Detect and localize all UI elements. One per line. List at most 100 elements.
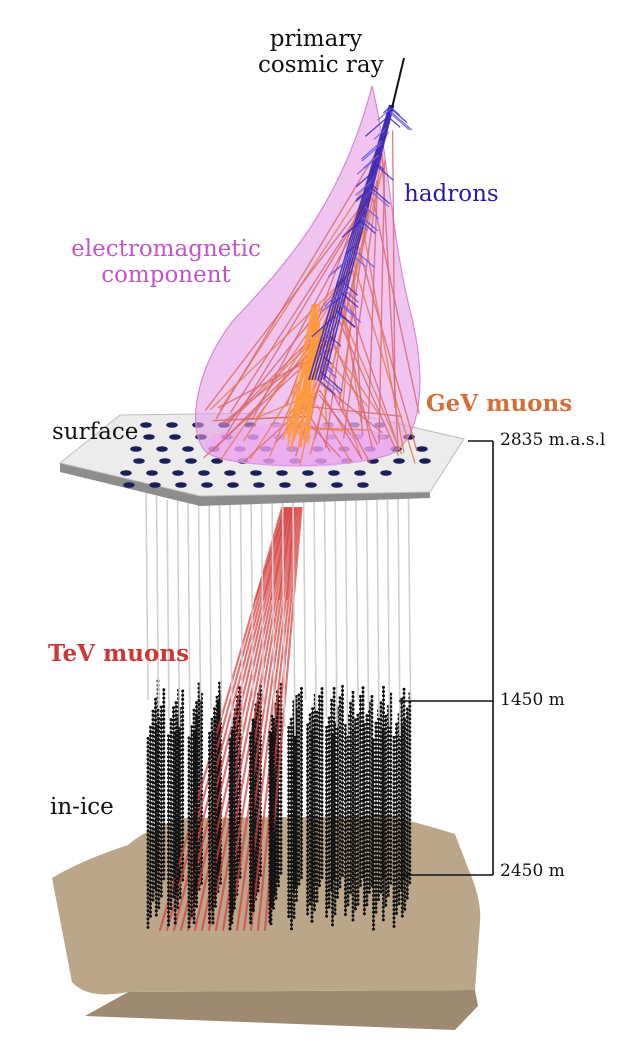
surface-cable xyxy=(176,491,181,728)
surface-tank xyxy=(201,482,213,488)
hadron-branch xyxy=(341,292,359,308)
em-particle-track xyxy=(204,197,368,412)
sensor-modules xyxy=(306,723,310,916)
surface-tank xyxy=(357,482,369,488)
sensor-modules xyxy=(403,718,407,911)
em-particle-track xyxy=(319,389,363,460)
em-particle-track xyxy=(215,131,390,420)
gev-muon-track xyxy=(352,261,416,464)
sensor-modules xyxy=(197,698,201,891)
surface-cable xyxy=(271,491,275,719)
in-ice-label: in-ice xyxy=(50,794,114,820)
em-particle-track xyxy=(372,198,420,415)
gev-muon-core-track xyxy=(286,330,319,447)
hadron-track xyxy=(320,104,394,381)
hadron-branch xyxy=(323,330,332,338)
hadron-branch xyxy=(382,104,393,114)
hadrons-label: hadrons xyxy=(404,181,499,207)
hadron-branch xyxy=(364,115,390,137)
surface-tank xyxy=(143,434,155,440)
sensor-modules xyxy=(318,695,321,888)
sensor-modules xyxy=(268,730,272,923)
sensor-modules xyxy=(192,732,196,925)
sensor-modules xyxy=(310,730,314,923)
hadron-branch xyxy=(318,374,342,394)
sensor-modules xyxy=(228,738,232,931)
surface-tank xyxy=(169,434,181,440)
em-particle-track xyxy=(338,299,373,448)
sensor-modules xyxy=(292,727,296,919)
hadron-branch xyxy=(354,180,372,196)
hadron-branch xyxy=(352,248,375,268)
hadron-branch xyxy=(377,107,392,121)
primary-cosmic-ray-label: primary cosmic ray xyxy=(258,26,384,79)
hadron-branch xyxy=(342,287,360,303)
surface-tank xyxy=(227,482,239,488)
sensor-modules xyxy=(146,736,150,929)
sensor-modules xyxy=(297,693,301,886)
surface-cable xyxy=(365,491,370,710)
tev-muon-track xyxy=(207,506,293,932)
surface-tank xyxy=(354,470,366,476)
surface-cable xyxy=(407,495,412,701)
surface-tank xyxy=(149,482,161,488)
sensor-modules xyxy=(405,707,409,900)
hadron-cascade xyxy=(308,104,413,396)
hadron-branch xyxy=(389,110,413,131)
surface-label: surface xyxy=(52,419,139,445)
hadron-branch xyxy=(335,312,344,320)
tev-muon-track xyxy=(214,506,294,932)
sensor-modules xyxy=(362,723,366,916)
sensor-modules xyxy=(162,688,166,881)
em-particle-track xyxy=(367,181,379,420)
gev-muons-label: GeV muons xyxy=(426,390,573,417)
sensor-modules xyxy=(384,714,388,907)
hadron-branch xyxy=(373,128,386,140)
surface-cable xyxy=(302,491,307,701)
surface-cable xyxy=(166,499,170,719)
hadron-branch xyxy=(375,162,385,171)
hadron-track xyxy=(311,104,392,381)
hadron-branch xyxy=(321,294,342,312)
em-label-line1: electromagnetic xyxy=(71,236,261,262)
bottom-depth-label: 2450 m xyxy=(500,861,565,881)
surface-tank xyxy=(172,470,184,476)
hadron-branch xyxy=(336,310,356,328)
sensor-modules xyxy=(157,717,161,910)
surface-cable xyxy=(229,499,233,728)
surface-tank xyxy=(224,470,236,476)
depth-bracket xyxy=(399,440,494,876)
em-particle-track xyxy=(318,394,352,436)
hadron-branch xyxy=(328,256,352,278)
hadron-branch xyxy=(361,143,383,162)
surface-tank xyxy=(393,458,405,464)
hadron-branch xyxy=(335,279,346,288)
gev-muon-track xyxy=(304,427,343,432)
surface-tank xyxy=(146,470,158,476)
sensor-modules xyxy=(249,731,252,924)
gev-muon-core-track xyxy=(289,338,319,451)
surface-cable xyxy=(313,495,317,710)
surface-cable xyxy=(292,499,296,737)
surface-tank xyxy=(182,446,194,452)
hadron-branch xyxy=(360,140,383,160)
hadron-branch xyxy=(329,335,342,347)
gev-muon-core-track xyxy=(290,303,314,448)
hadron-branch xyxy=(319,371,343,392)
sensor-modules xyxy=(200,692,204,885)
surface-tank xyxy=(416,446,428,452)
gev-muon-core-track xyxy=(297,328,322,435)
surface-cable xyxy=(155,495,160,710)
surface-cable xyxy=(218,495,223,719)
sensor-modules xyxy=(230,732,234,925)
hadron-branch xyxy=(322,362,334,373)
surface-elevation-label: 2835 m.a.s.l xyxy=(500,430,606,450)
surface-cable xyxy=(250,495,254,701)
tev-muons-label: TeV muons xyxy=(48,640,190,667)
sensor-modules xyxy=(149,725,152,918)
sensor-modules xyxy=(181,689,185,882)
surface-cable xyxy=(376,495,380,719)
surface-cable xyxy=(386,499,391,728)
sensor-modules xyxy=(287,726,291,918)
